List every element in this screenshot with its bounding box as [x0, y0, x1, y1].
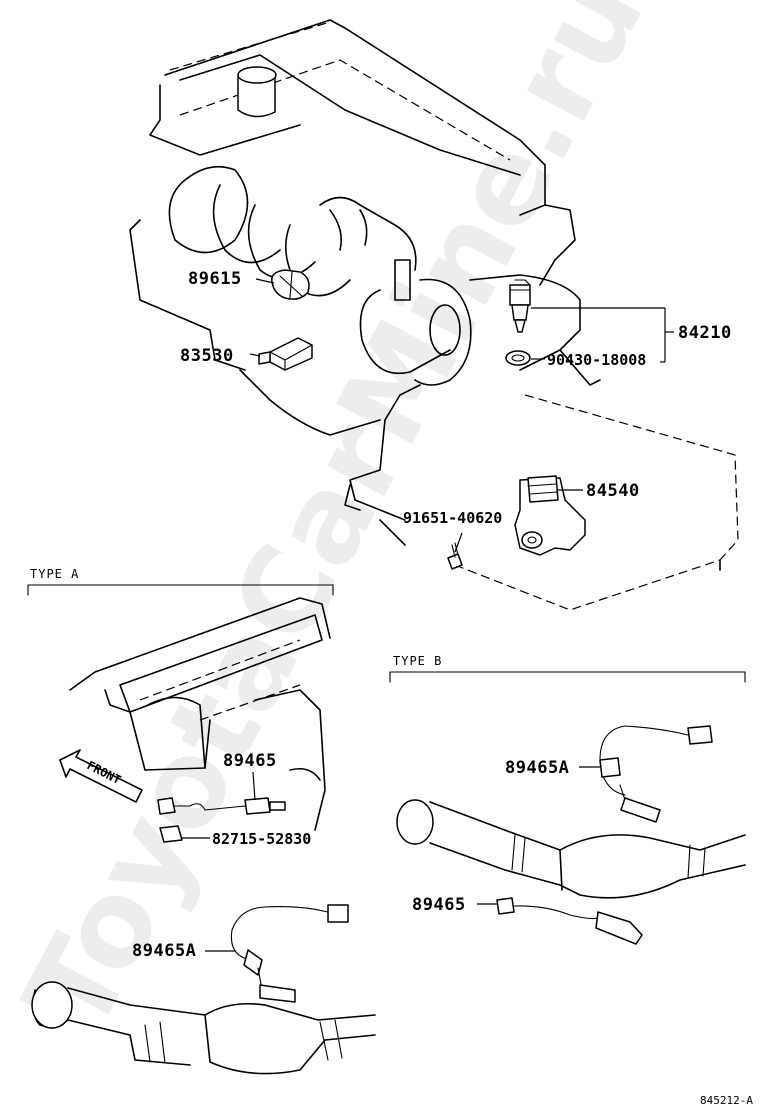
part-84540-switch[interactable]	[514, 475, 586, 556]
callout-90430-18008[interactable]: 90430-18008	[547, 351, 646, 369]
callout-89615[interactable]: 89615	[188, 269, 242, 289]
catalytic-converter-type-a	[31, 981, 376, 1075]
section-label-type-b: TYPE B	[393, 654, 442, 668]
callout-84210[interactable]: 84210	[678, 323, 732, 343]
part-90430-gasket[interactable]	[505, 350, 531, 366]
drawing-code: 845212-A	[700, 1094, 753, 1107]
callout-91651-40620[interactable]: 91651-40620	[403, 509, 502, 527]
callout-89465A-type-a[interactable]: 89465A	[132, 941, 196, 961]
callout-89465-type-b[interactable]: 89465	[412, 895, 466, 915]
part-89465A-sensor-type-b[interactable]	[599, 725, 713, 823]
part-89615-sensor[interactable]	[271, 269, 310, 300]
part-89465-sensor-type-a[interactable]	[157, 797, 286, 843]
callout-89465-type-a[interactable]: 89465	[223, 751, 277, 771]
part-89465A-sensor-type-a[interactable]	[230, 904, 349, 1003]
part-89465-sensor-type-b[interactable]	[496, 897, 643, 945]
callout-84540[interactable]: 84540	[586, 481, 640, 501]
part-83530-switch[interactable]	[258, 337, 313, 371]
type-a-manifold-drawing	[69, 597, 331, 831]
callout-82715-52830[interactable]: 82715-52830	[212, 830, 311, 848]
section-label-type-a: TYPE A	[30, 567, 79, 581]
part-84210-sensor[interactable]	[509, 279, 531, 333]
catalytic-converter-type-b	[396, 799, 746, 899]
part-91651-bolt[interactable]	[447, 542, 463, 570]
engine-block-drawing	[129, 19, 739, 611]
callout-83530[interactable]: 83530	[180, 346, 234, 366]
callout-89465A-type-b[interactable]: 89465A	[505, 758, 569, 778]
